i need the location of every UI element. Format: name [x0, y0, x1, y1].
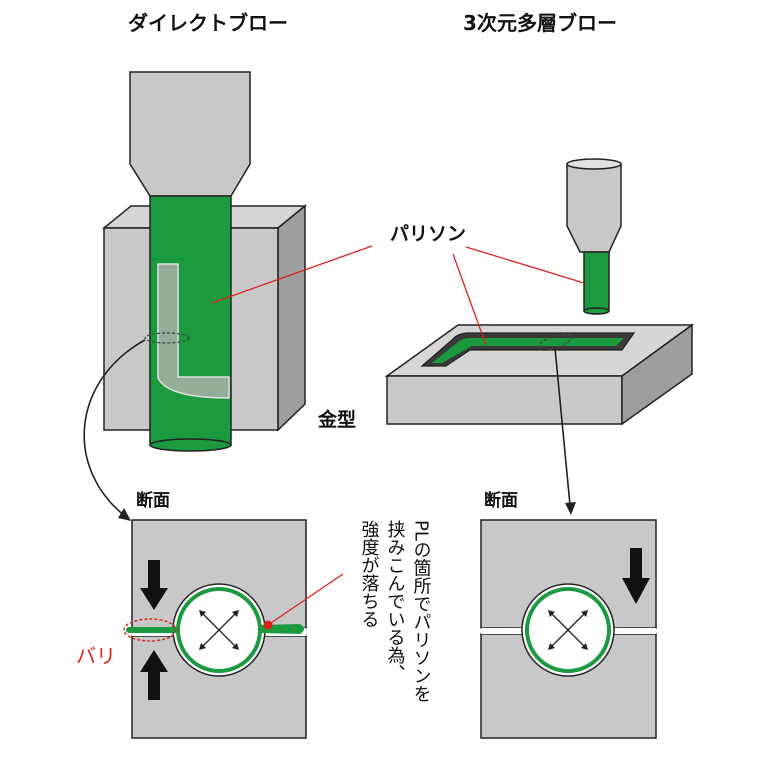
parison-right-drop: [583, 251, 610, 311]
press-arrow-up-left: [140, 650, 168, 700]
parison-in-groove: [432, 338, 624, 363]
note-column-3: 強度が落ちる: [359, 520, 380, 628]
extruder-nozzle-right: [566, 163, 622, 253]
parison-left-bottom: [149, 438, 232, 452]
title-3d-multilayer-blow: 3次元多層ブロー: [463, 11, 617, 35]
title-direct-blow: ダイレクトブロー: [128, 11, 288, 35]
direct-blow-illustration: [101, 71, 308, 452]
arrow-to-left-section: [83, 339, 146, 521]
leader-parison-groove: [452, 253, 487, 346]
section-marker-right: [537, 333, 573, 351]
section-marker-left: [144, 332, 190, 344]
note-column-1: PLの箇所でパリソンを: [411, 520, 432, 703]
label-section-right: 断面: [484, 490, 518, 511]
extruder-die-left: [129, 71, 251, 197]
cross-section-right: [480, 519, 657, 739]
mold-right-front-face: [386, 375, 623, 425]
leader-parison-left: [211, 245, 373, 304]
press-arrow-down-left: [140, 560, 168, 610]
l-shaped-product-left: [157, 263, 230, 399]
arrow-to-right-section: [554, 347, 571, 506]
expansion-arrows-right: [549, 611, 587, 649]
press-arrow-down-right: [622, 548, 650, 604]
nozzle-top-ellipse: [566, 158, 622, 170]
leader-parison-drop: [465, 246, 585, 284]
expansion-arrows-left: [200, 611, 238, 649]
section-right-parison-ring: [525, 587, 611, 673]
arrow-head-right-section: [565, 502, 576, 515]
label-flash: バリ: [76, 644, 116, 668]
parison-right-drop-bottom: [583, 307, 610, 315]
cross-section-left: [123, 519, 307, 739]
multilayer-blow-illustration: [384, 158, 695, 426]
note-column-2: 挟みこんでいる為、: [385, 520, 406, 682]
label-mold: 金型: [317, 408, 356, 431]
flash-marker: [123, 618, 177, 642]
leader-pl-note: [267, 573, 344, 626]
mold-left-side-face: [277, 204, 306, 432]
mold-right-side-face: [621, 323, 693, 426]
flash-left: [126, 627, 178, 633]
arrow-head-left-section: [118, 508, 131, 521]
label-parison: パリソン: [390, 223, 466, 245]
label-section-left: 断面: [136, 490, 170, 511]
